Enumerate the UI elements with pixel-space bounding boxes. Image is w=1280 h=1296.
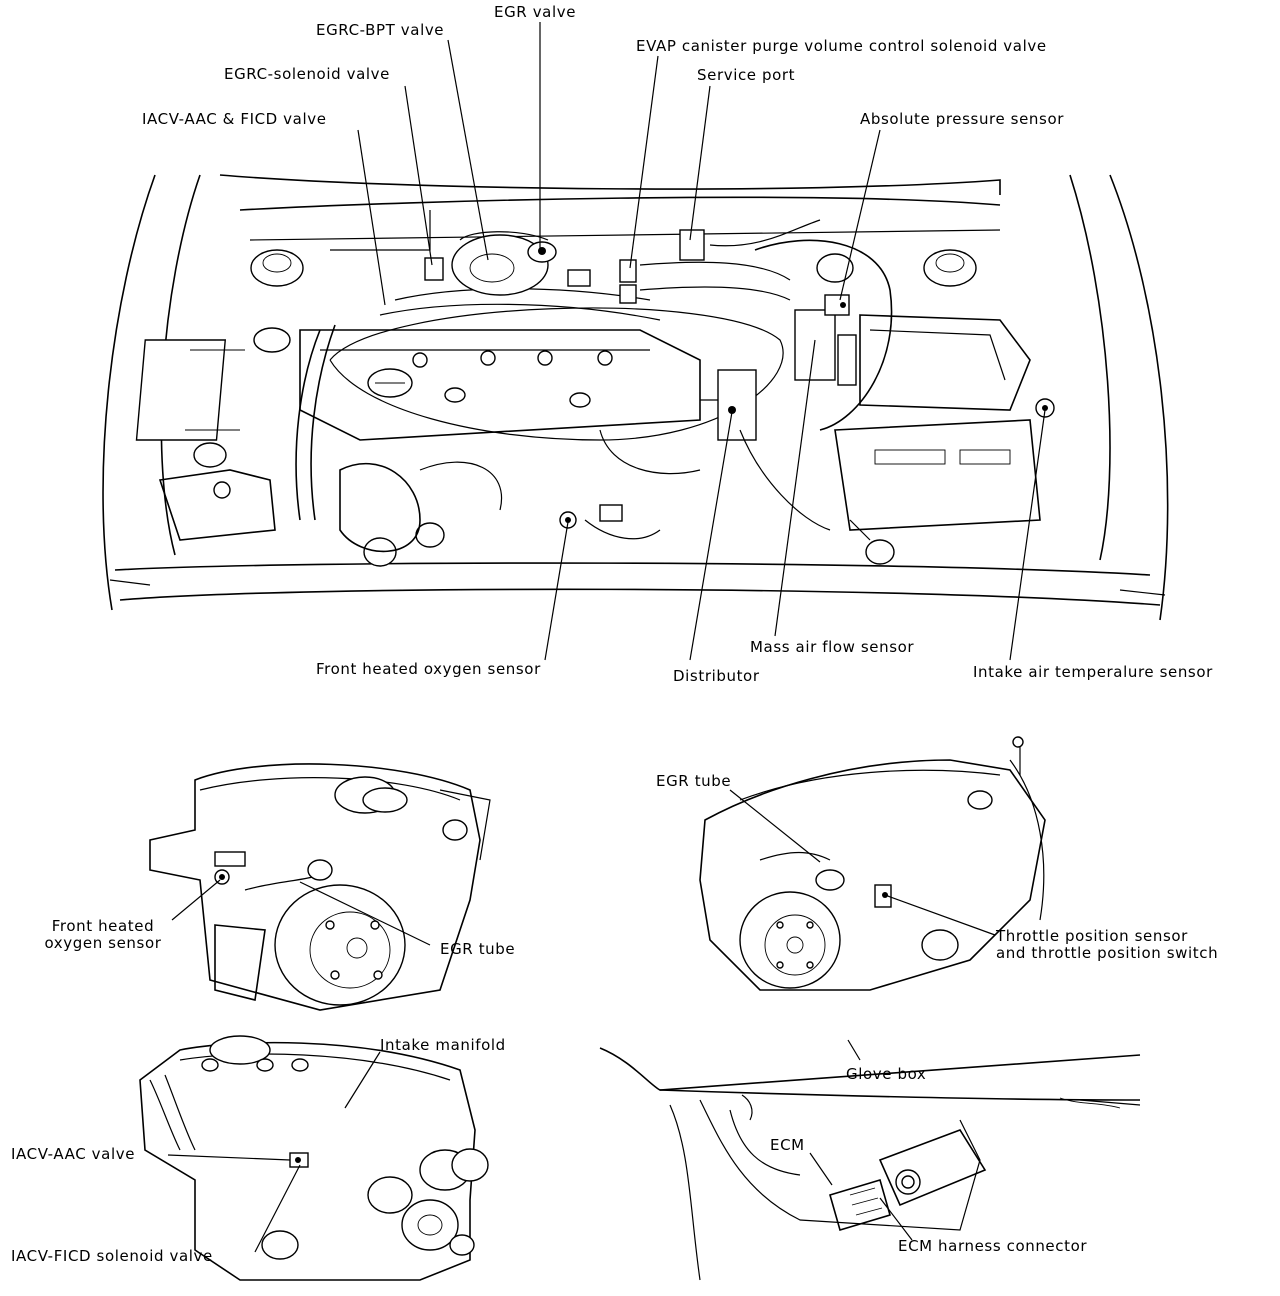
label-iacv-aac-ficd-valve: IACV-AAC & FICD valve <box>142 110 327 128</box>
label-ecm-harness-connector: ECM harness connector <box>898 1237 1088 1255</box>
label-iacv-aac-valve: IACV-AAC valve <box>11 1145 136 1163</box>
middle-right-leaders <box>729 789 996 936</box>
intake-manifold-drawing <box>139 1035 489 1281</box>
label-intake-manifold: Intake manifold <box>380 1036 506 1054</box>
label-egr-tube-left: EGR tube <box>440 940 516 958</box>
label-service-port: Service port <box>697 66 796 84</box>
label-egr-tube-right: EGR tube <box>656 772 732 790</box>
middle-left-leaders <box>171 879 431 946</box>
label-egr-valve: EGR valve <box>494 3 577 21</box>
label-throttle-position-sensor: Throttle position sensor and throttle po… <box>996 927 1219 962</box>
glove-box-ecm-drawing <box>599 1047 1141 1281</box>
label-glove-box: Glove box <box>846 1065 927 1083</box>
bottom-left-leaders <box>167 1051 381 1253</box>
label-front-heated-oxygen-sensor: Front heated oxygen sensor <box>316 660 541 678</box>
label-ecm: ECM <box>770 1136 805 1154</box>
label-egrc-solenoid-valve: EGRC-solenoid valve <box>224 65 390 83</box>
engine-front-left-drawing <box>149 763 491 1011</box>
top-leader-lines <box>357 22 1046 661</box>
label-egrc-bpt-valve: EGRC-BPT valve <box>316 21 445 39</box>
label-mass-air-flow-sensor: Mass air flow sensor <box>750 638 915 656</box>
label-front-heated-oxygen-sensor-2: Front heated oxygen sensor <box>44 917 162 952</box>
label-intake-air-temperature-sensor: Intake air temperalure sensor <box>973 663 1213 681</box>
label-absolute-pressure-sensor: Absolute pressure sensor <box>860 110 1064 128</box>
engine-compartment-drawing <box>102 174 1169 621</box>
label-distributor: Distributor <box>673 667 760 685</box>
label-evap-purge-valve: EVAP canister purge volume control solen… <box>636 37 1047 55</box>
engine-side-right-drawing <box>699 736 1046 991</box>
bottom-right-leaders <box>809 1039 913 1241</box>
label-iacv-ficd-solenoid-valve: IACV-FICD solenoid valve <box>11 1247 213 1265</box>
